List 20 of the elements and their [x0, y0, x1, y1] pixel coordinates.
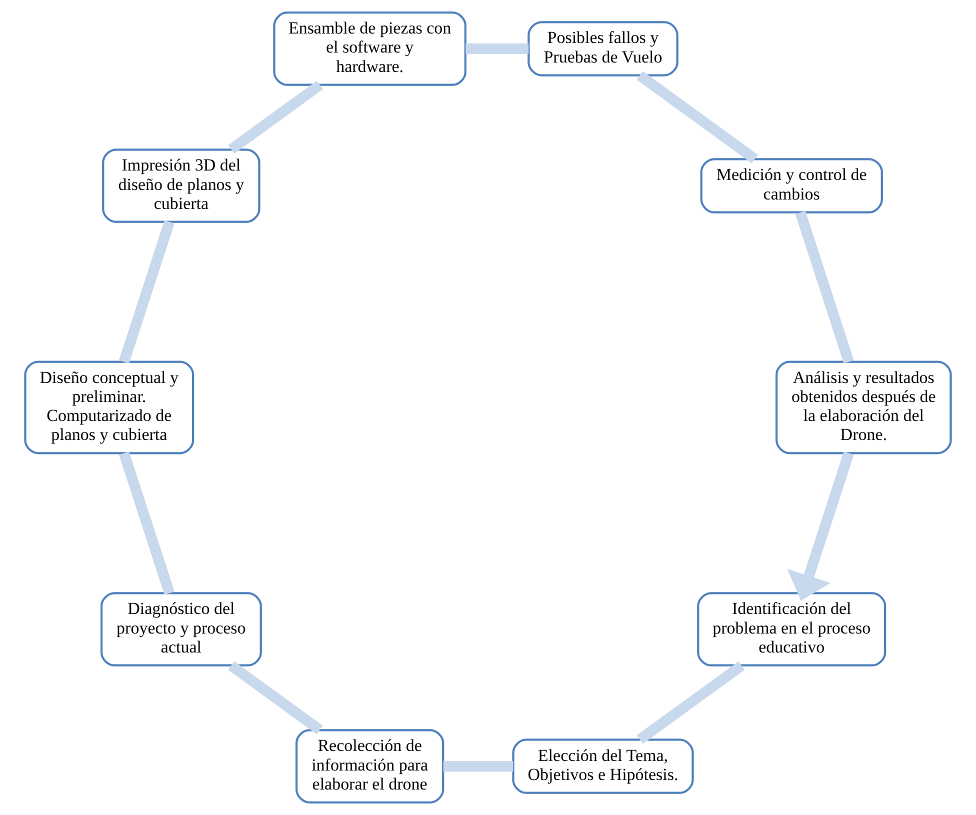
- connector: [636, 661, 745, 744]
- connector: [118, 220, 175, 364]
- connector: [466, 43, 529, 54]
- connector: [636, 71, 758, 164]
- node-box: Recolección de información para elaborar el drone: [295, 729, 444, 804]
- node-box: Ensamble de piezas con el software y hardware.: [273, 12, 466, 86]
- node-box: Posibles fallos y Pruebas de Vuelo: [528, 21, 678, 76]
- node-box: Elección del Tema, Objetivos e Hipótesis.: [512, 738, 694, 794]
- connector: [228, 661, 323, 734]
- connector: [118, 452, 174, 595]
- connector: [443, 760, 514, 772]
- node-box: Diagnóstico del proyecto y proceso actual: [100, 592, 262, 666]
- node-box: Identificación del problema en el proceso educativo: [697, 592, 886, 666]
- node-box: Impresión 3D del diseño de planos y cubierta: [102, 148, 260, 223]
- connector: [228, 80, 323, 154]
- arrow: [787, 452, 854, 601]
- connector: [795, 210, 854, 364]
- node-box: Diseño conceptual y preliminar. Computarizado de planos y cubierta: [24, 360, 194, 454]
- node-box: Análisis y resultados obtenidos después de la elaboración del Drone.: [776, 360, 952, 454]
- node-box: Medición y control de cambios: [700, 158, 883, 214]
